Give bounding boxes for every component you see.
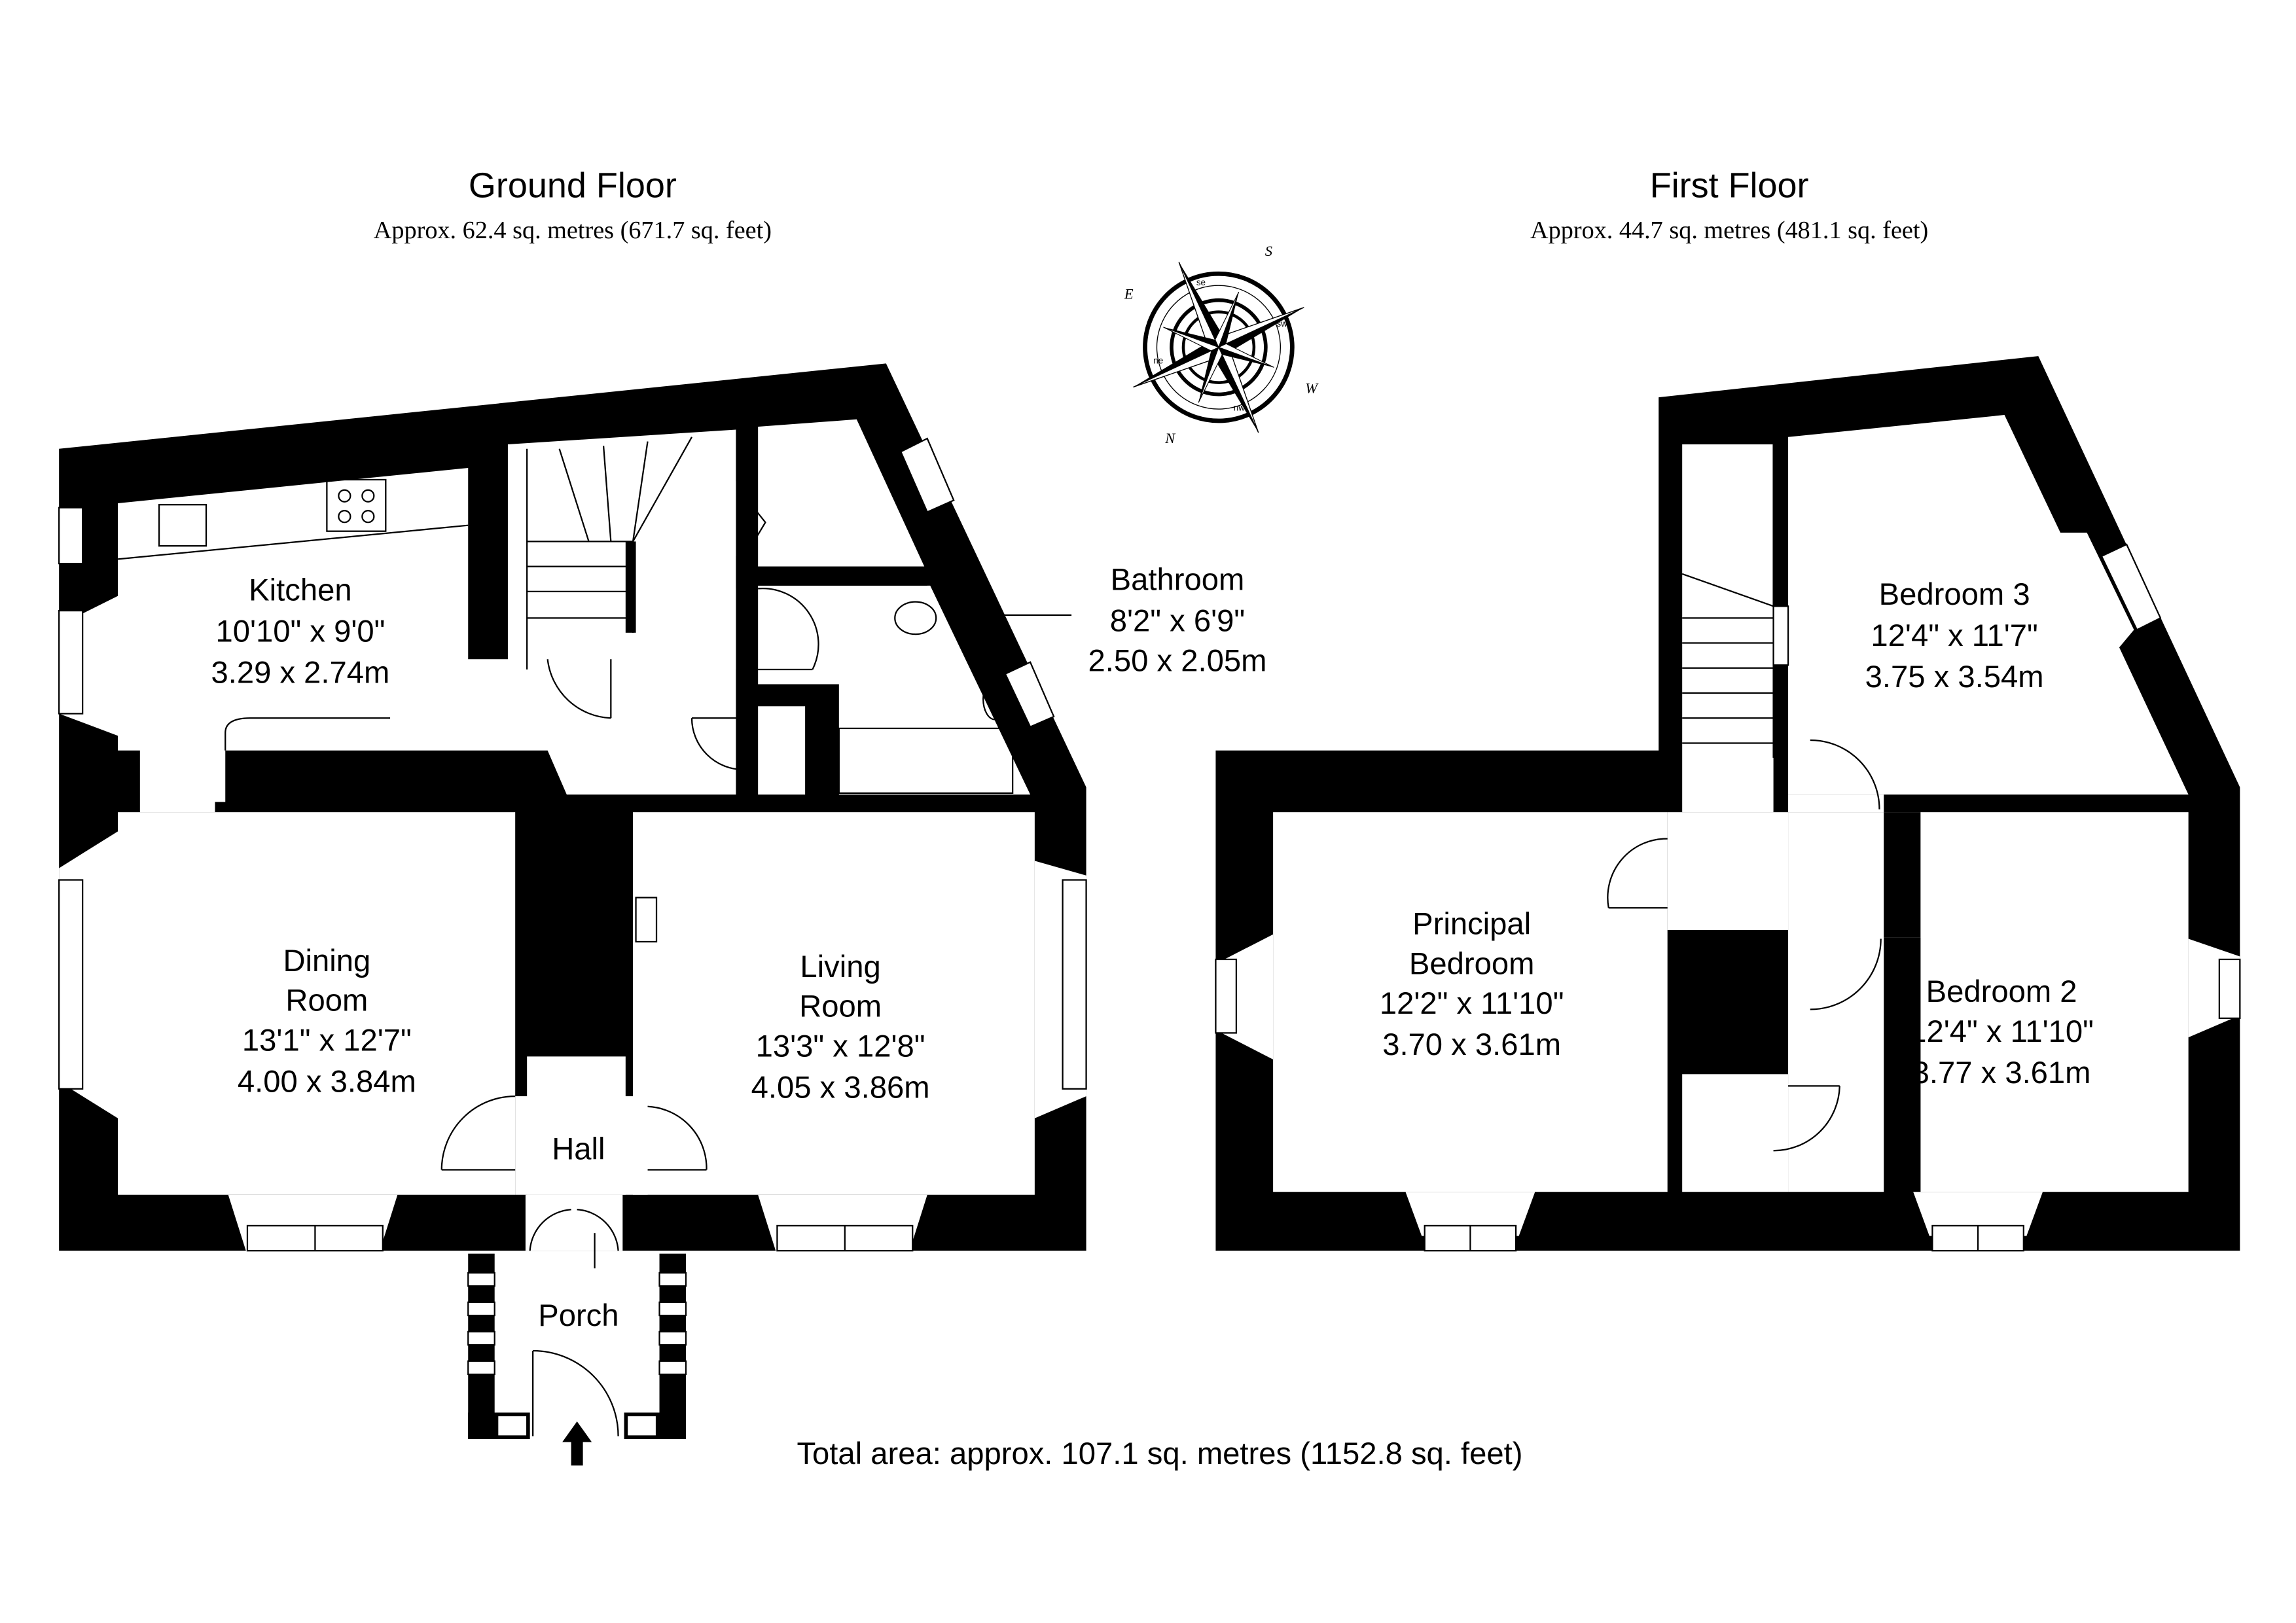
porch <box>467 1253 687 1439</box>
compass-n: N <box>1164 430 1176 446</box>
living-imperial: 13'3" x 12'8" <box>756 1029 925 1063</box>
bedroom2-metric: 3.77 x 3.61m <box>1912 1056 2091 1090</box>
first-floor-title: First Floor <box>1650 166 1809 205</box>
principal-name-2: Bedroom <box>1409 946 1535 981</box>
dining-name-1: Dining <box>283 944 370 978</box>
room-label-dining-room: Dining Room 13'1" x 12'7" 4.00 x 3.84m <box>238 944 416 1099</box>
porch-label: Porch <box>538 1298 619 1333</box>
kitchen-metric: 3.29 x 2.74m <box>211 655 389 690</box>
dining-imperial: 13'1" x 12'7" <box>242 1023 412 1058</box>
dining-name-2: Room <box>285 984 368 1018</box>
compass-e: E <box>1124 285 1134 302</box>
bedroom3-metric: 3.75 x 3.54m <box>1865 660 2044 694</box>
living-metric: 4.05 x 3.86m <box>751 1070 930 1105</box>
room-label-bedroom-3: Bedroom 3 12'4" x 11'7" 3.75 x 3.54m <box>1865 577 2044 694</box>
principal-imperial: 12'2" x 11'10" <box>1380 986 1564 1021</box>
living-name-2: Room <box>799 990 882 1024</box>
room-label-principal-bedroom: Principal Bedroom 12'2" x 11'10" 3.70 x … <box>1380 907 1564 1062</box>
ground-floor-area: Approx. 62.4 sq. metres (671.7 sq. feet) <box>374 217 772 244</box>
compass-nw: nw <box>1234 402 1245 412</box>
room-label-living-room: Living Room 13'3" x 12'8" 4.05 x 3.86m <box>751 950 930 1105</box>
bathroom-name: Bathroom <box>1111 563 1245 597</box>
principal-name-1: Principal <box>1412 907 1531 942</box>
total-area: Total area: approx. 107.1 sq. metres (11… <box>797 1436 1522 1471</box>
first-floor-plan <box>1215 356 2241 1252</box>
compass-w: W <box>1305 380 1319 396</box>
bedroom2-name: Bedroom 2 <box>1926 974 2077 1009</box>
kitchen-name: Kitchen <box>249 573 351 607</box>
compass-s: S <box>1265 243 1272 259</box>
bedroom3-name: Bedroom 3 <box>1879 577 2030 612</box>
entrance-arrow-icon <box>562 1421 592 1466</box>
first-floor-area: Approx. 44.7 sq. metres (481.1 sq. feet) <box>1530 217 1928 244</box>
compass-se: se <box>1196 277 1206 287</box>
principal-metric: 3.70 x 3.61m <box>1382 1027 1561 1062</box>
ground-floor-plan <box>58 363 1087 1466</box>
bathroom-metric: 2.50 x 2.05m <box>1088 643 1267 678</box>
bedroom2-imperial: 12'4" x 11'10" <box>1909 1014 2094 1049</box>
compass-rose-icon <box>1133 261 1304 433</box>
bedroom3-imperial: 12'4" x 11'7" <box>1871 618 2037 653</box>
room-label-kitchen: Kitchen 10'10" x 9'0" 3.29 x 2.74m <box>211 573 389 690</box>
ground-floor-title: Ground Floor <box>469 166 677 205</box>
dining-metric: 4.00 x 3.84m <box>238 1064 416 1099</box>
bathroom-imperial: 8'2" x 6'9" <box>1110 604 1245 639</box>
room-label-bathroom: Bathroom 8'2" x 6'9" 2.50 x 2.05m <box>1088 563 1267 679</box>
hall-label: Hall <box>552 1132 605 1167</box>
compass-sw: sw <box>1276 319 1287 329</box>
room-label-bedroom-2: Bedroom 2 12'4" x 11'10" 3.77 x 3.61m <box>1909 974 2094 1090</box>
compass-ne: ne <box>1153 355 1163 365</box>
kitchen-imperial: 10'10" x 9'0" <box>215 614 385 649</box>
living-name-1: Living <box>800 950 880 984</box>
